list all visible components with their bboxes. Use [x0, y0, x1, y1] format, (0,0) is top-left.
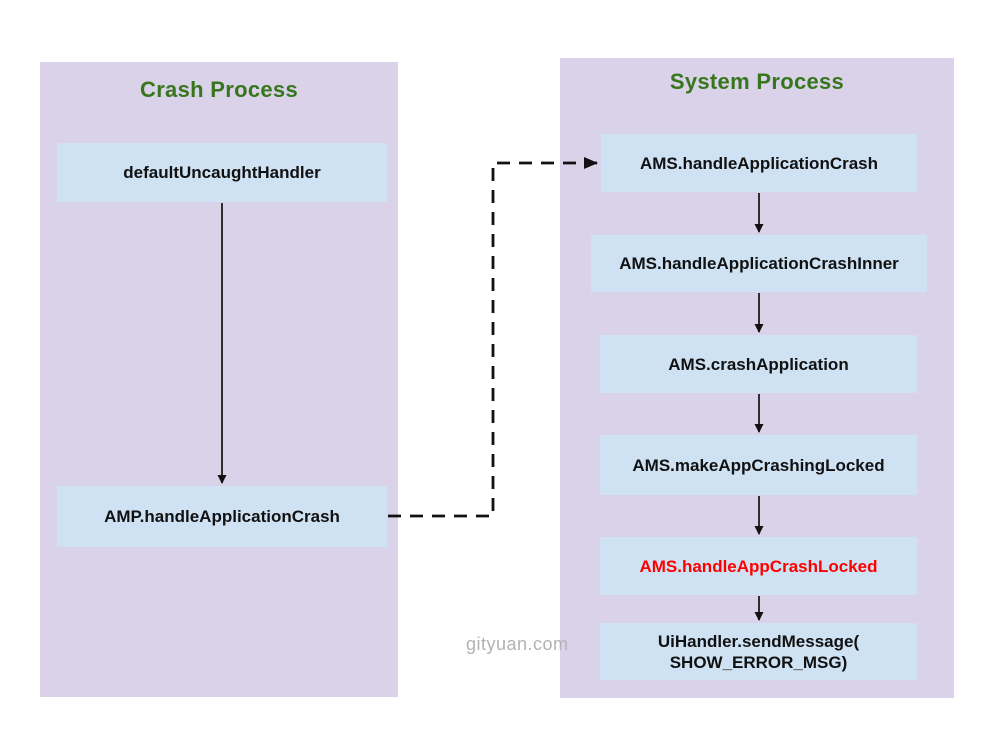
flow-box-label: AMP.handleApplicationCrash — [104, 507, 340, 526]
flow-box-ams-make-app-crashing-locked: AMS.makeAppCrashingLocked — [600, 435, 917, 495]
flow-box-ams-handle-application-crash: AMS.handleApplicationCrash — [601, 134, 917, 192]
flow-box-label: defaultUncaughtHandler — [123, 163, 321, 182]
flow-box-label: AMS.handleApplicationCrash — [639, 153, 879, 173]
flow-box-label: AMS.handleApplicationCrashInner — [619, 254, 899, 273]
flow-box-label: AMS.crashApplication — [668, 354, 849, 374]
flow-box-ams-handle-app-crash-locked: AMS.handleAppCrashLocked — [600, 537, 917, 595]
flow-box-ams-crash-application: AMS.crashApplication — [600, 335, 917, 393]
watermark-text: gityuan.com — [466, 634, 569, 654]
flow-box-label: AMS.makeAppCrashingLocked — [632, 455, 885, 475]
flow-box-label-highlighted: AMS.handleAppCrashLocked — [639, 556, 878, 576]
system-process-panel: System Process AMS.handleApplicationCras… — [560, 58, 954, 698]
crash-process-title: Crash Process — [140, 77, 298, 102]
flow-box-ams-handle-application-crash-inner: AMS.handleApplicationCrashInner — [591, 235, 927, 292]
flow-box-label-line1: UiHandler.sendMessage( — [657, 631, 860, 651]
flow-box-default-uncaught-handler: defaultUncaughtHandler — [57, 143, 387, 202]
flow-box-amp-handle-application-crash: AMP.handleApplicationCrash — [57, 486, 387, 547]
crash-process-panel: Crash Process defaultUncaughtHandler AMP… — [40, 62, 398, 697]
flow-box-uihandler-send-message: UiHandler.sendMessage( SHOW_ERROR_MSG) — [600, 623, 917, 680]
flow-box-label-line2: SHOW_ERROR_MSG) — [669, 652, 848, 672]
system-process-title: System Process — [669, 69, 845, 94]
